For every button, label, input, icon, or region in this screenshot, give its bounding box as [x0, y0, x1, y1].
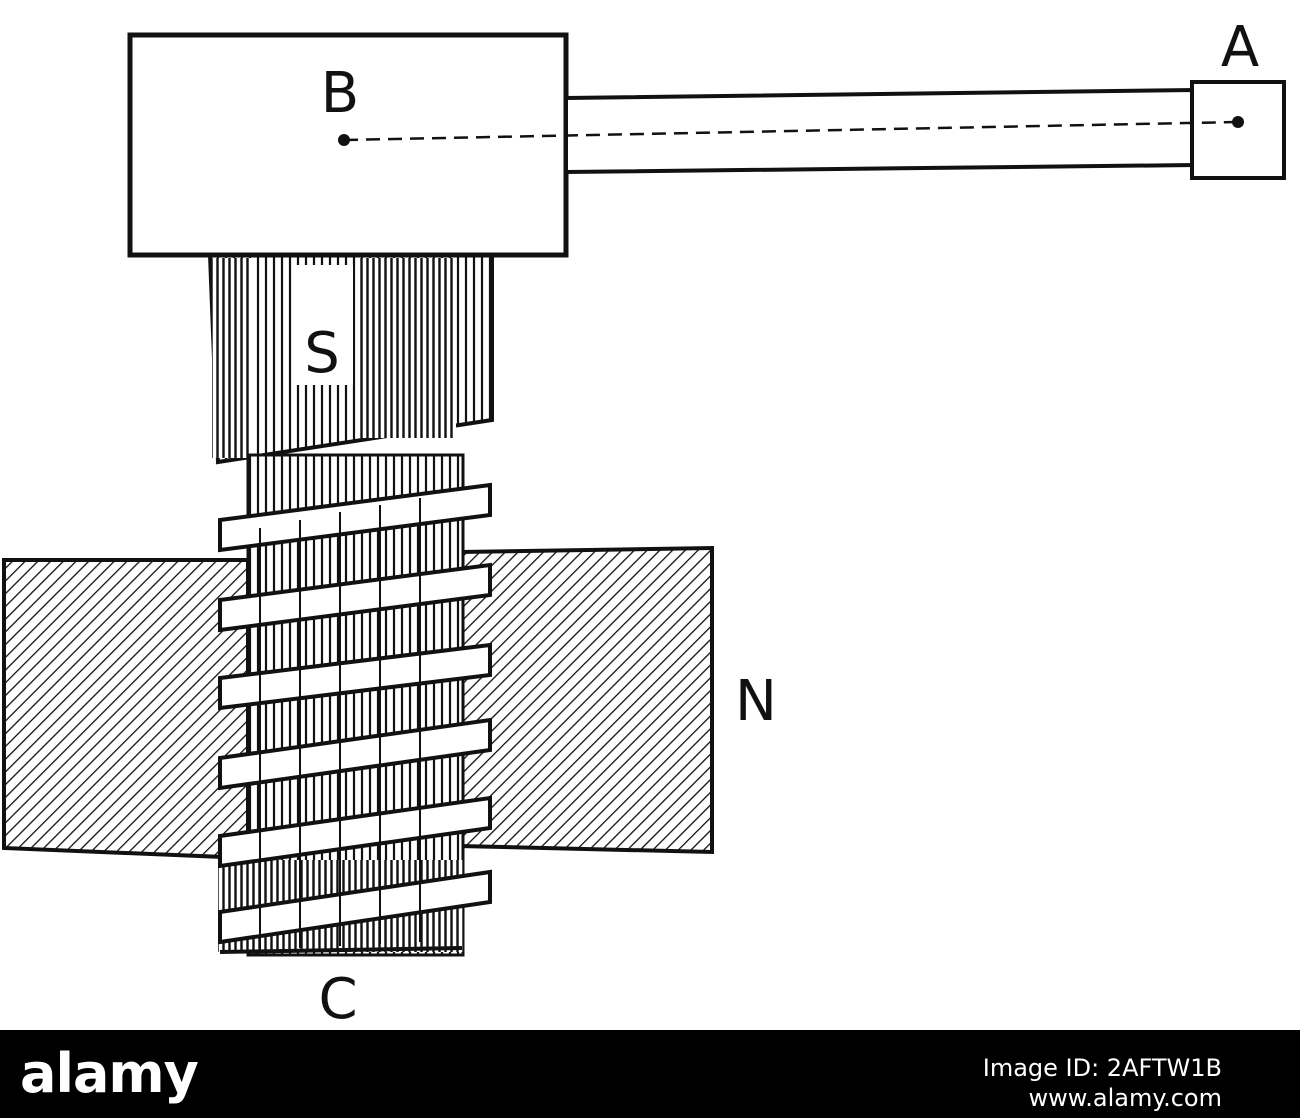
screw-mechanism-diagram: A B S N C [2, 15, 1286, 1030]
image-id-text: Image ID: 2AFTW1B [982, 1054, 1222, 1082]
diagram-canvas: A B S N C [2, 15, 1286, 1030]
label-c: C [318, 967, 357, 1030]
site-url-text: www.alamy.com [1028, 1084, 1222, 1112]
thread-bands [218, 482, 492, 945]
axis-dashed-line [343, 120, 1239, 142]
label-b: B [321, 61, 359, 126]
label-s: S [304, 321, 340, 386]
brand-logo: alamy [20, 1042, 199, 1105]
point-a-dot [1232, 116, 1244, 128]
label-n: N [735, 669, 777, 734]
screw-head-block [127, 32, 569, 258]
screw-thread [218, 453, 492, 957]
watermark-footer: alamy Image ID: 2AFTW1B www.alamy.com [0, 1030, 1300, 1118]
lever-end-cap [1190, 80, 1286, 180]
label-a: A [1221, 15, 1259, 80]
lever-arm [338, 80, 1286, 180]
screw-upper-shank [207, 247, 494, 465]
point-b-dot [338, 134, 350, 146]
